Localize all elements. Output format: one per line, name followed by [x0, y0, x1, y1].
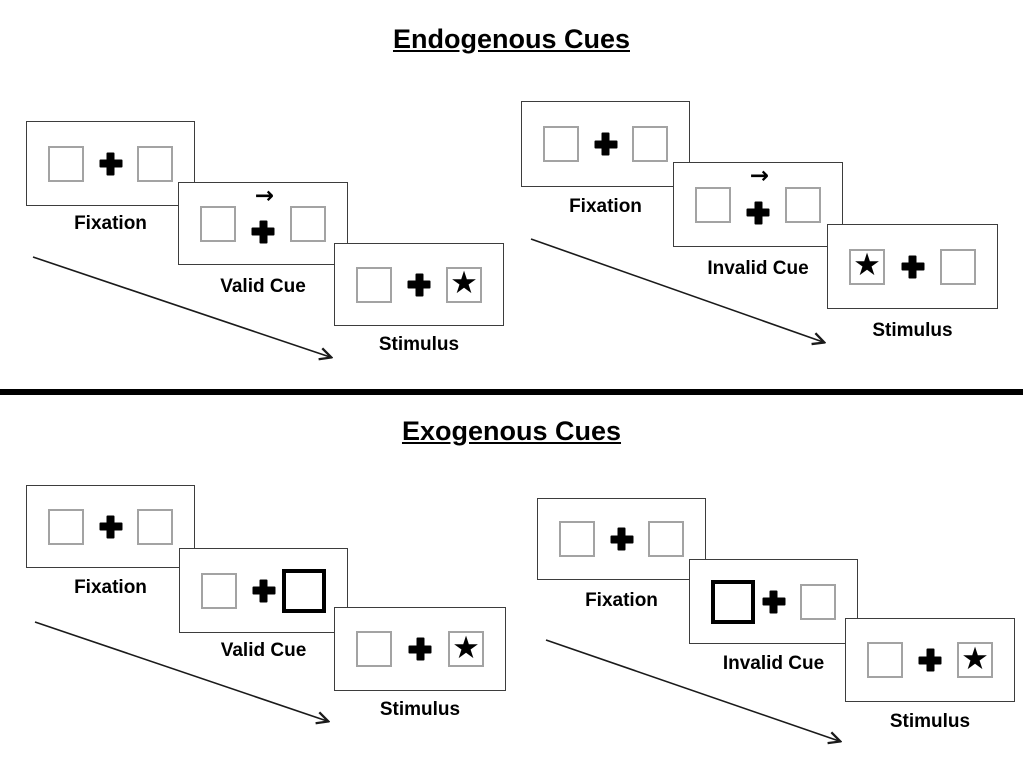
- right-stimulus-box: ★: [448, 631, 484, 667]
- left-placeholder-box: [559, 521, 595, 557]
- left-placeholder-box: [867, 642, 903, 678]
- fixation-cross-icon: [919, 649, 942, 672]
- fixation-cross-icon: [99, 152, 122, 175]
- exo-valid-stimulus-panel: ★: [334, 607, 506, 691]
- endogenous-section-title: Endogenous Cues: [392, 24, 630, 54]
- frame-label: Invalid Cue: [707, 258, 809, 279]
- right-stimulus-box: ★: [957, 642, 993, 678]
- left-placeholder-box: [201, 572, 237, 609]
- left-placeholder-box: [543, 126, 579, 162]
- fixation-cross-icon: [99, 515, 122, 538]
- endo-invalid-fixation-panel: [521, 101, 690, 187]
- exo-invalid-stimulus-panel: ★: [845, 618, 1015, 702]
- right-stimulus-box: ★: [446, 265, 482, 303]
- left-stimulus-box: ★: [849, 247, 885, 285]
- fixation-cross-icon: [747, 201, 770, 224]
- fixation-cross-icon: [594, 133, 617, 156]
- right-placeholder-box: [632, 126, 668, 162]
- fixation-cross-icon: [252, 579, 275, 602]
- left-cued-box: [711, 579, 755, 624]
- endo-invalid-stimulus-panel: ★: [827, 224, 998, 309]
- star-icon: ★: [961, 640, 989, 677]
- right-cued-box: [282, 568, 326, 613]
- exo-invalid-cue-panel: [689, 559, 858, 644]
- frame-label: Fixation: [585, 590, 658, 611]
- frame-label: Stimulus: [872, 320, 953, 341]
- left-placeholder-box: [200, 205, 236, 242]
- timeline-arrow-endogenous-invalid: [530, 238, 823, 342]
- frame-label: Stimulus: [379, 699, 461, 720]
- frame-label: Invalid Cue: [722, 653, 825, 674]
- right-placeholder-box: [137, 508, 173, 545]
- left-placeholder-box: [356, 266, 392, 303]
- right-placeholder-box: [137, 145, 173, 182]
- right-placeholder-box: [290, 205, 326, 242]
- left-placeholder-box: [695, 186, 731, 223]
- fixation-cross-icon: [252, 220, 275, 243]
- exo-valid-fixation-panel: [26, 485, 195, 568]
- frame-label: Fixation: [569, 196, 642, 217]
- star-icon: ★: [853, 247, 881, 283]
- star-icon: ★: [452, 629, 480, 666]
- right-placeholder-box: [800, 583, 836, 620]
- right-placeholder-box: [648, 521, 684, 557]
- endo-valid-stimulus-panel: ★: [334, 243, 504, 326]
- frame-label: Stimulus: [889, 711, 971, 732]
- endo-invalid-cue-panel: →: [673, 162, 843, 247]
- right-placeholder-box: [940, 248, 976, 285]
- endo-valid-cue-panel: →: [178, 182, 348, 265]
- frame-label: Valid Cue: [220, 276, 306, 297]
- cue-arrow-icon: →: [254, 183, 275, 209]
- fixation-cross-icon: [409, 638, 432, 661]
- right-placeholder-box: [785, 186, 821, 223]
- exogenous-section-title: Exogenous Cues: [401, 416, 622, 446]
- exo-valid-cue-panel: [179, 548, 348, 633]
- left-placeholder-box: [48, 508, 84, 545]
- cue-arrow-icon: →: [749, 163, 770, 189]
- frame-label: Fixation: [74, 577, 147, 598]
- fixation-cross-icon: [762, 590, 785, 613]
- endo-valid-fixation-panel: [26, 121, 195, 206]
- fixation-cross-icon: [408, 273, 431, 296]
- timeline-arrow-exogenous-valid: [34, 621, 327, 721]
- fixation-cross-icon: [610, 528, 633, 551]
- frame-label: Stimulus: [378, 334, 460, 355]
- star-icon: ★: [450, 265, 478, 301]
- timeline-arrow-endogenous-valid: [32, 256, 330, 357]
- exo-invalid-fixation-panel: [537, 498, 706, 580]
- section-divider: [0, 389, 1023, 395]
- left-placeholder-box: [48, 145, 84, 182]
- frame-label: Valid Cue: [220, 640, 307, 661]
- left-placeholder-box: [356, 631, 392, 667]
- frame-label: Fixation: [74, 213, 147, 234]
- fixation-cross-icon: [901, 255, 924, 278]
